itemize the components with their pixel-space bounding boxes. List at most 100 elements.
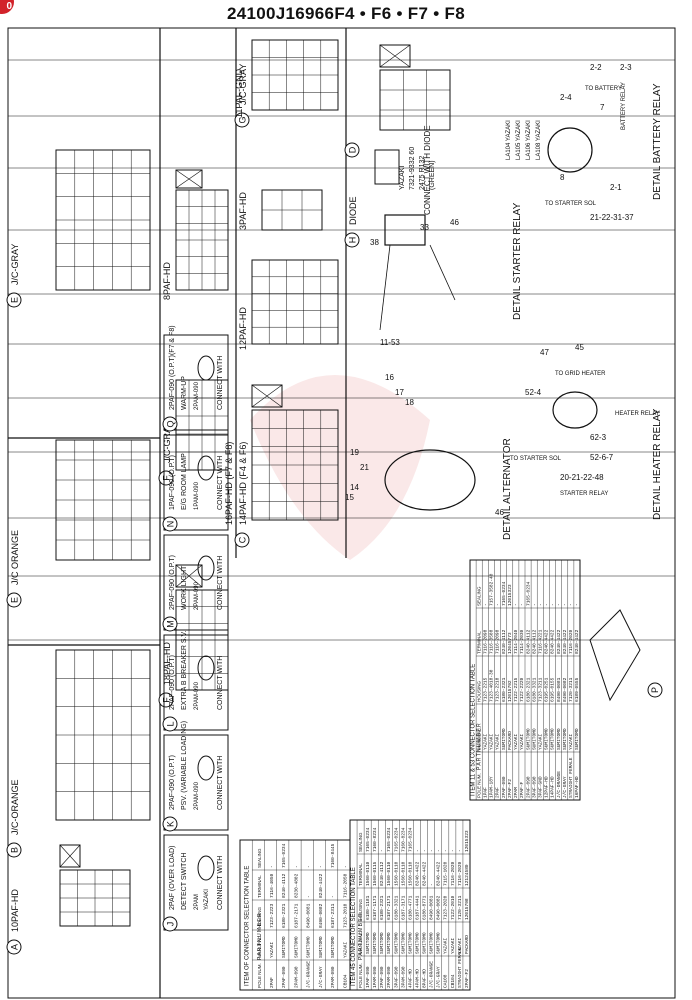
table-cell: 12015323 <box>464 830 470 852</box>
table-cell: - <box>539 603 544 606</box>
table-cell: YAZAKI <box>538 733 544 750</box>
card-connect: CONNECT WITH <box>217 456 224 510</box>
table-cell: 7122-2220 <box>519 677 525 702</box>
table-cell: - <box>437 849 442 852</box>
card-plug <box>197 455 215 481</box>
table-cell: 8490-0081 <box>429 895 435 920</box>
table-cell: SUMITOMO <box>407 932 413 954</box>
table-cell: - <box>294 865 299 868</box>
table-cell: 1560-0115 <box>372 861 378 886</box>
table-cell: 1560-0110 <box>407 861 413 886</box>
table-cell: 7114-2040 <box>513 629 519 654</box>
corner-badge: 0 <box>0 0 14 14</box>
table-cell: 1560-0110 <box>400 861 406 886</box>
table-cell: 7116-2098 <box>495 629 501 654</box>
battery-callout: 8 <box>560 173 565 182</box>
table-cell: 12015792 <box>507 680 513 702</box>
heater-callout: 52-6-7 <box>590 453 614 462</box>
table-cell: SUMITOMO <box>544 728 550 750</box>
heater-note: TO GRID HEATER <box>555 371 606 377</box>
table-header: MANUFAC. <box>476 727 481 750</box>
table-cell: SUMITOMO <box>501 728 507 750</box>
table-cell: SUMITOMO <box>379 932 385 954</box>
connector-face <box>55 439 151 561</box>
table-cell: 1560-0110 <box>386 861 392 886</box>
table-cell: 7160-8445 <box>330 843 336 868</box>
table-cell: - <box>514 603 519 606</box>
marker-circle <box>6 842 22 858</box>
detail-heater-relay: DETAIL HEATER RELAY <box>652 408 663 520</box>
card-mate: 1PAM-090 <box>194 481 200 510</box>
table-header: SEALING <box>257 848 262 868</box>
table-cell: 2PAF-090 <box>525 776 531 798</box>
table-cell: 7165-0234 <box>386 827 392 852</box>
card-frame <box>163 534 229 631</box>
marker-letter: F <box>162 475 172 481</box>
table-cell: 7165-0234 <box>501 581 507 606</box>
cavity <box>59 844 81 868</box>
table-header: MANUFAC. <box>358 931 363 954</box>
table-cell: 12PAF-HD <box>544 776 550 798</box>
starter-callout: 46 <box>450 218 459 227</box>
rule-line <box>59 844 81 868</box>
card-frame <box>163 634 229 731</box>
marker-letter: E <box>10 297 20 303</box>
card-part: YAZAKI <box>204 889 210 910</box>
page-title: 24100J16966F4 • F6 • F7 • F8 <box>227 4 465 23</box>
section-label-jc-gray-2: J/C-GRAY <box>162 422 172 463</box>
card-code: 2PAF (OVER LOAD) <box>169 846 176 910</box>
battery-part: LA105 YAZAKI <box>516 120 522 160</box>
starter-callout: 11-53 <box>380 338 400 347</box>
marker-letter: C <box>238 536 248 543</box>
table-cell: - <box>520 603 525 606</box>
table-cell: 3PAF-090 <box>393 966 399 988</box>
table-cell: - <box>458 849 463 852</box>
table-cell: 7165-0234 <box>365 827 371 852</box>
card-mate: 2PAM-090 <box>194 781 200 810</box>
section-label-11paf-gnd: 11PAF-GND <box>234 68 244 118</box>
card-connect: CONNECT WITH <box>217 756 224 810</box>
table-header: MANUFAC. <box>257 935 262 958</box>
marker-circle <box>234 112 250 128</box>
section-label-jc-orange-2: J/C ORANGE <box>10 530 20 585</box>
table-cell: 8240-4422 <box>556 629 562 654</box>
table-cell: 7123-3211 <box>538 677 544 702</box>
p-label: P <box>650 687 660 693</box>
card-mate: 2PAM-090 <box>194 681 200 710</box>
table-header: TERMINAL <box>257 875 262 898</box>
rule-line <box>379 44 411 68</box>
battery-callout: 21-22-31-37 <box>590 213 634 222</box>
section-label-jc-gray: J/C-GRAY <box>10 244 20 285</box>
table-cell: - <box>496 603 501 606</box>
heater-note: HEATER RELAY <box>615 411 660 417</box>
connector-face <box>175 589 229 691</box>
table-cell: 6187-2171 <box>386 895 392 920</box>
section-label-10paf-hd: 10PAF-HD <box>10 889 20 932</box>
table-cell: 1560-0110 <box>393 861 399 886</box>
section-marker: K <box>162 816 178 832</box>
table-cell: 1PAM-090 <box>372 966 378 988</box>
table-cell: 2PAM-090 <box>330 966 336 988</box>
table-cell: PACKARD <box>507 731 513 750</box>
table-cell: 8240-4112 <box>281 873 287 898</box>
starter-relay-body <box>384 214 426 246</box>
section-label-3paf-hd: 3PAF-HD <box>238 192 248 230</box>
table-cell: SUMITOMO <box>365 932 371 954</box>
cavity <box>379 44 411 68</box>
connector-outline <box>251 259 339 345</box>
blank-cavity <box>251 384 283 408</box>
marker-letter: K <box>166 821 176 827</box>
card-frame <box>163 434 229 531</box>
table-cell: - <box>532 603 537 606</box>
table-cell: STRAIGHT FEMALE <box>457 947 463 988</box>
card-name: PSV. (VARIABLE LOADING) <box>181 721 188 810</box>
table-cell: 7122-2010 <box>450 895 456 920</box>
rule-line <box>175 169 203 189</box>
heater-callout: 47 <box>540 348 549 357</box>
battery-part: LA104 YAZAKI <box>506 120 512 160</box>
table-cell: SUMITOMO <box>436 932 442 954</box>
marker-circle <box>344 232 360 248</box>
